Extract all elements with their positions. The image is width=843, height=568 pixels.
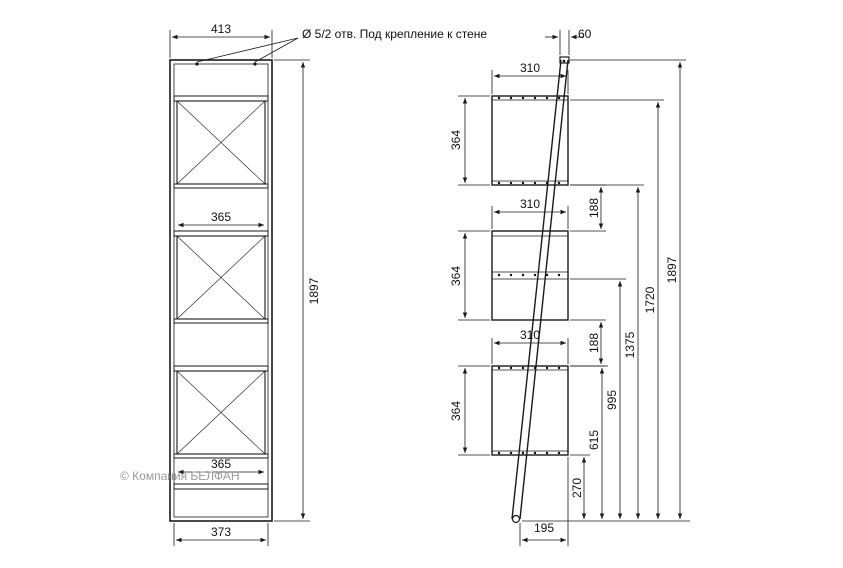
dim-side-box-height-1-label: 364 bbox=[449, 130, 463, 150]
dim-front-bottom-width-label: 373 bbox=[211, 525, 231, 539]
dim-front-inner-width-1-label: 365 bbox=[211, 210, 231, 224]
dim-side-top-offset-label: 60 bbox=[578, 27, 592, 41]
dim-front-top-width-label: 413 bbox=[211, 22, 231, 36]
front-shelf-2 bbox=[173, 230, 269, 237]
dim-side-depth-2-label: 310 bbox=[520, 197, 540, 211]
mount-hole-left bbox=[195, 62, 199, 66]
dim-side-box-height-3-label: 364 bbox=[449, 401, 463, 421]
dim-side-height-615-label: 615 bbox=[587, 430, 601, 450]
mount-hole-right bbox=[253, 62, 257, 66]
front-compartment-3 bbox=[173, 370, 269, 459]
front-compartment-1 bbox=[173, 100, 269, 189]
side-view: 60 310 310 310 364 364 364 188 bbox=[449, 27, 690, 546]
dim-side-depth-3-label: 310 bbox=[520, 328, 540, 342]
dim-side-height-1375-label: 1375 bbox=[623, 331, 637, 358]
dim-front-height-label: 1897 bbox=[307, 277, 321, 304]
dim-side-gap-2-label: 188 bbox=[587, 333, 601, 353]
front-plinth bbox=[173, 483, 269, 490]
front-view: 413 Ø 5/2 отв. Под крепление к стене 189… bbox=[120, 22, 487, 546]
hole-leader-2 bbox=[254, 37, 299, 63]
dim-side-depth-1-label: 310 bbox=[520, 61, 540, 75]
dim-front-inner-width-2-label: 365 bbox=[211, 457, 231, 471]
side-box-1 bbox=[491, 95, 569, 186]
dim-side-gap-1-label: 188 bbox=[587, 198, 601, 218]
side-ladder bbox=[511, 56, 570, 524]
dim-side-height-1720-label: 1720 bbox=[643, 286, 657, 313]
dim-side-box-height-2-label: 364 bbox=[449, 266, 463, 286]
hole-leader-1 bbox=[196, 37, 299, 63]
dim-side-height-270-label: 270 bbox=[570, 478, 584, 498]
front-frame-inner bbox=[173, 63, 269, 518]
side-box-2 bbox=[491, 230, 569, 321]
dim-side-height-995-label: 995 bbox=[605, 390, 619, 410]
front-shelf-3 bbox=[173, 365, 269, 372]
front-shelf-top bbox=[173, 95, 269, 102]
watermark: © Компания БЕЛФАН bbox=[120, 469, 240, 483]
side-box-3 bbox=[491, 365, 569, 456]
hole-note: Ø 5/2 отв. Под крепление к стене bbox=[302, 27, 487, 41]
dim-side-height-1897-label: 1897 bbox=[665, 256, 679, 283]
dim-side-bottom-offset-label: 195 bbox=[534, 521, 554, 535]
front-frame bbox=[169, 59, 273, 522]
front-compartment-2 bbox=[173, 235, 269, 324]
